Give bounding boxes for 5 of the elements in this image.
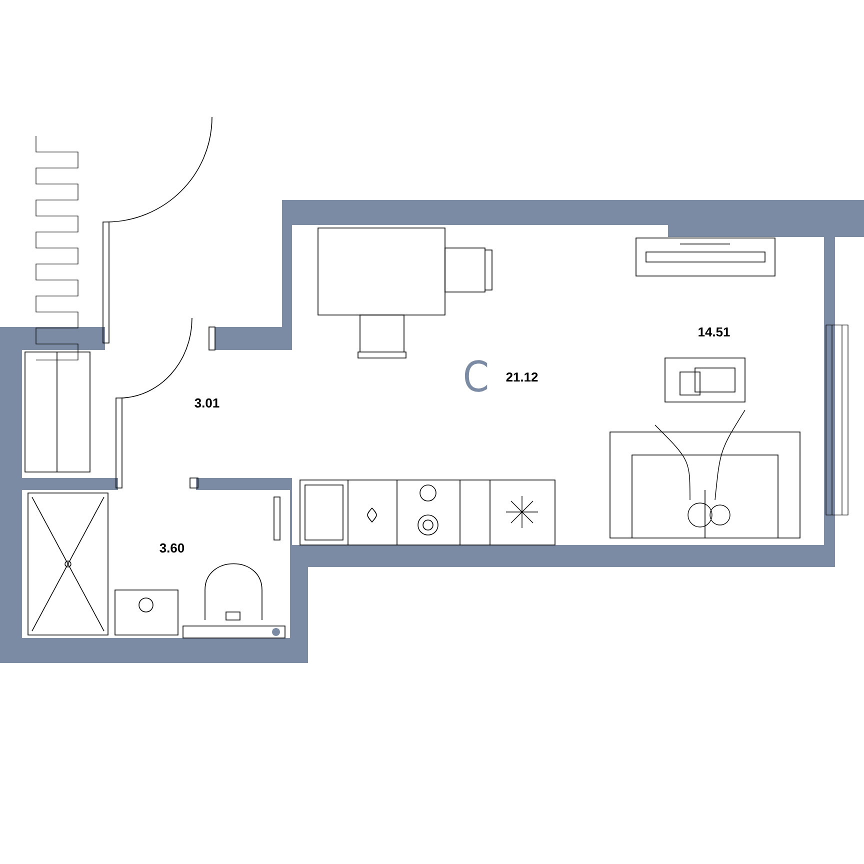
area-label: 14.51 xyxy=(698,328,730,337)
studio-letter: C xyxy=(464,360,488,392)
area-label: 21.12 xyxy=(506,372,538,382)
area-label: 3.60 xyxy=(160,543,184,553)
area-label: 3.01 xyxy=(194,398,220,408)
